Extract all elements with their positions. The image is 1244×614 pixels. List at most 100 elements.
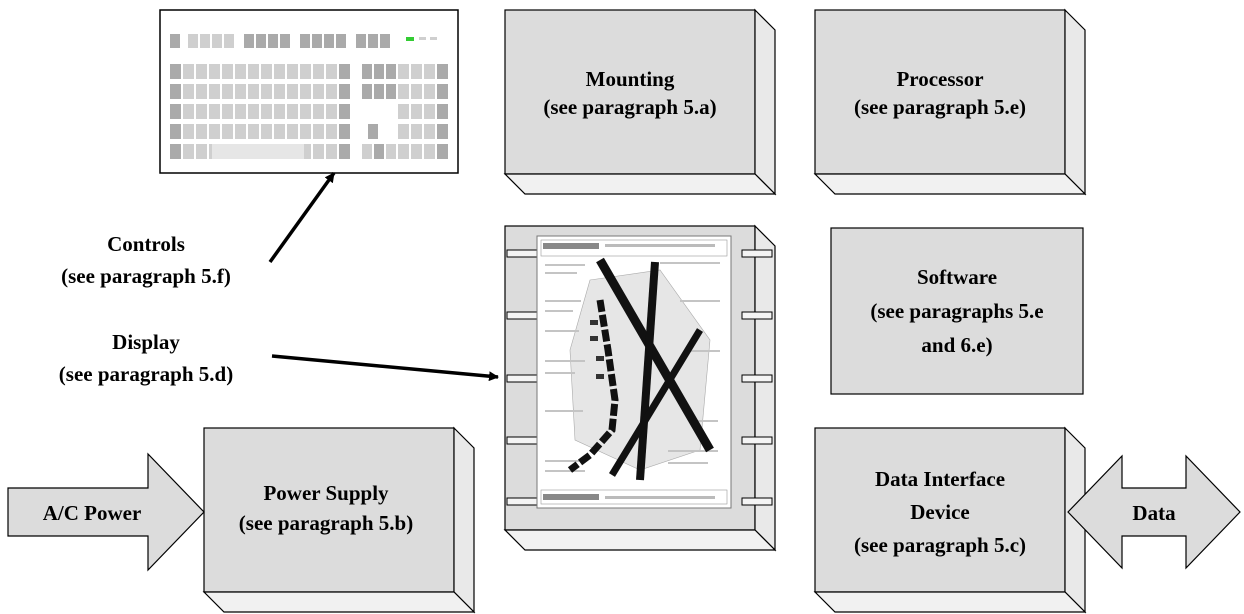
keyboard-key xyxy=(312,34,322,48)
controls-ref: (see paragraph 5.f) xyxy=(61,264,231,288)
keyboard-key xyxy=(170,64,181,79)
keyboard-key xyxy=(386,144,396,159)
keyboard-key xyxy=(326,104,337,119)
keyboard-key xyxy=(300,124,311,139)
keyboard-key xyxy=(200,34,210,48)
mounting-ref: (see paragraph 5.a) xyxy=(543,95,716,119)
keyboard-key xyxy=(274,64,285,79)
keyboard-icon xyxy=(159,9,459,174)
keyboard-key xyxy=(368,124,378,139)
keyboard-key xyxy=(411,64,422,79)
keyboard-key xyxy=(362,144,372,159)
keyboard-key xyxy=(183,144,194,159)
keyboard-key xyxy=(209,84,220,99)
keyboard-key xyxy=(183,64,194,79)
processor-ref: (see paragraph 5.e) xyxy=(854,95,1026,119)
keyboard-key xyxy=(274,104,285,119)
keyboard-key xyxy=(222,84,233,99)
keyboard-key xyxy=(212,34,222,48)
keyboard-key xyxy=(326,64,337,79)
keyboard-key xyxy=(196,124,207,139)
keyboard-key xyxy=(339,124,350,139)
display-label: Display xyxy=(112,330,180,354)
keyboard-key xyxy=(170,124,181,139)
processor-box: Processor (see paragraph 5.e) xyxy=(813,8,1087,196)
data-interface-ref: (see paragraph 5.c) xyxy=(854,533,1026,557)
keyboard-key xyxy=(374,144,384,159)
keyboard-key xyxy=(313,84,324,99)
keyboard-key xyxy=(300,84,311,99)
controls-label: Controls xyxy=(107,232,185,256)
keyboard-key xyxy=(300,104,311,119)
keyboard-key xyxy=(300,64,311,79)
keyboard-key xyxy=(362,84,372,99)
keyboard-key xyxy=(248,104,259,119)
keyboard-key xyxy=(209,104,220,119)
keyboard-key xyxy=(248,64,259,79)
keyboard-key xyxy=(212,144,304,159)
keyboard-key xyxy=(386,84,396,99)
keyboard-key xyxy=(170,144,181,159)
keyboard-key xyxy=(398,84,409,99)
keyboard-key xyxy=(437,124,448,139)
keyboard-key xyxy=(437,84,448,99)
keyboard-key xyxy=(424,124,435,139)
keyboard-key xyxy=(374,84,384,99)
keyboard-key xyxy=(183,104,194,119)
keyboard-key xyxy=(386,64,396,79)
keyboard-key xyxy=(411,124,422,139)
keyboard-key xyxy=(339,64,350,79)
keyboard-key xyxy=(398,64,409,79)
data-interface-box: Data Interface Device (see paragraph 5.c… xyxy=(813,426,1087,614)
keyboard-key xyxy=(326,144,337,159)
keyboard-key xyxy=(437,104,448,119)
display-box xyxy=(503,224,777,552)
ac-power-label: A/C Power xyxy=(43,501,142,525)
keyboard-key xyxy=(424,64,435,79)
keyboard-key xyxy=(362,64,372,79)
keyboard-key xyxy=(222,124,233,139)
display-pointer-arrow xyxy=(271,354,499,382)
keyboard-key xyxy=(235,104,246,119)
keyboard-key xyxy=(313,124,324,139)
keyboard-key xyxy=(374,64,384,79)
keyboard-key xyxy=(326,84,337,99)
keyboard-key xyxy=(339,104,350,119)
keyboard-key xyxy=(300,34,310,48)
keyboard-key xyxy=(419,37,426,40)
keyboard-key xyxy=(274,84,285,99)
processor-label: Processor xyxy=(896,67,983,91)
data-interface-label: Data Interface xyxy=(875,467,1005,491)
keyboard-key xyxy=(222,104,233,119)
keyboard-key xyxy=(235,84,246,99)
keyboard-key xyxy=(170,84,181,99)
keyboard-key xyxy=(339,84,350,99)
keyboard-key xyxy=(368,34,378,48)
keyboard-key xyxy=(235,124,246,139)
keyboard-key xyxy=(424,144,435,159)
power-supply-box: Power Supply (see paragraph 5.b) xyxy=(202,426,476,614)
keyboard-key xyxy=(324,34,334,48)
software-box: Software (see paragraphs 5.e and 6.e) xyxy=(830,227,1084,395)
mounting-tabs xyxy=(506,249,773,506)
keyboard-key xyxy=(261,64,272,79)
keyboard-key xyxy=(424,104,435,119)
keyboard-key xyxy=(287,84,298,99)
keyboard-key xyxy=(437,144,448,159)
keyboard-key xyxy=(411,84,422,99)
keyboard-key xyxy=(256,34,266,48)
keyboard-key xyxy=(196,104,207,119)
keyboard-key xyxy=(188,34,198,48)
mounting-label: Mounting xyxy=(586,67,675,91)
keyboard-key xyxy=(380,34,390,48)
mounting-box: Mounting (see paragraph 5.a) xyxy=(503,8,777,196)
keyboard-key xyxy=(398,104,409,119)
keyboard-key xyxy=(196,84,207,99)
keyboard-key xyxy=(424,84,435,99)
keyboard-key xyxy=(196,144,207,159)
keyboard-key xyxy=(287,124,298,139)
controls-pointer-arrow xyxy=(268,171,336,264)
keyboard-key xyxy=(235,64,246,79)
keyboard-key xyxy=(248,84,259,99)
